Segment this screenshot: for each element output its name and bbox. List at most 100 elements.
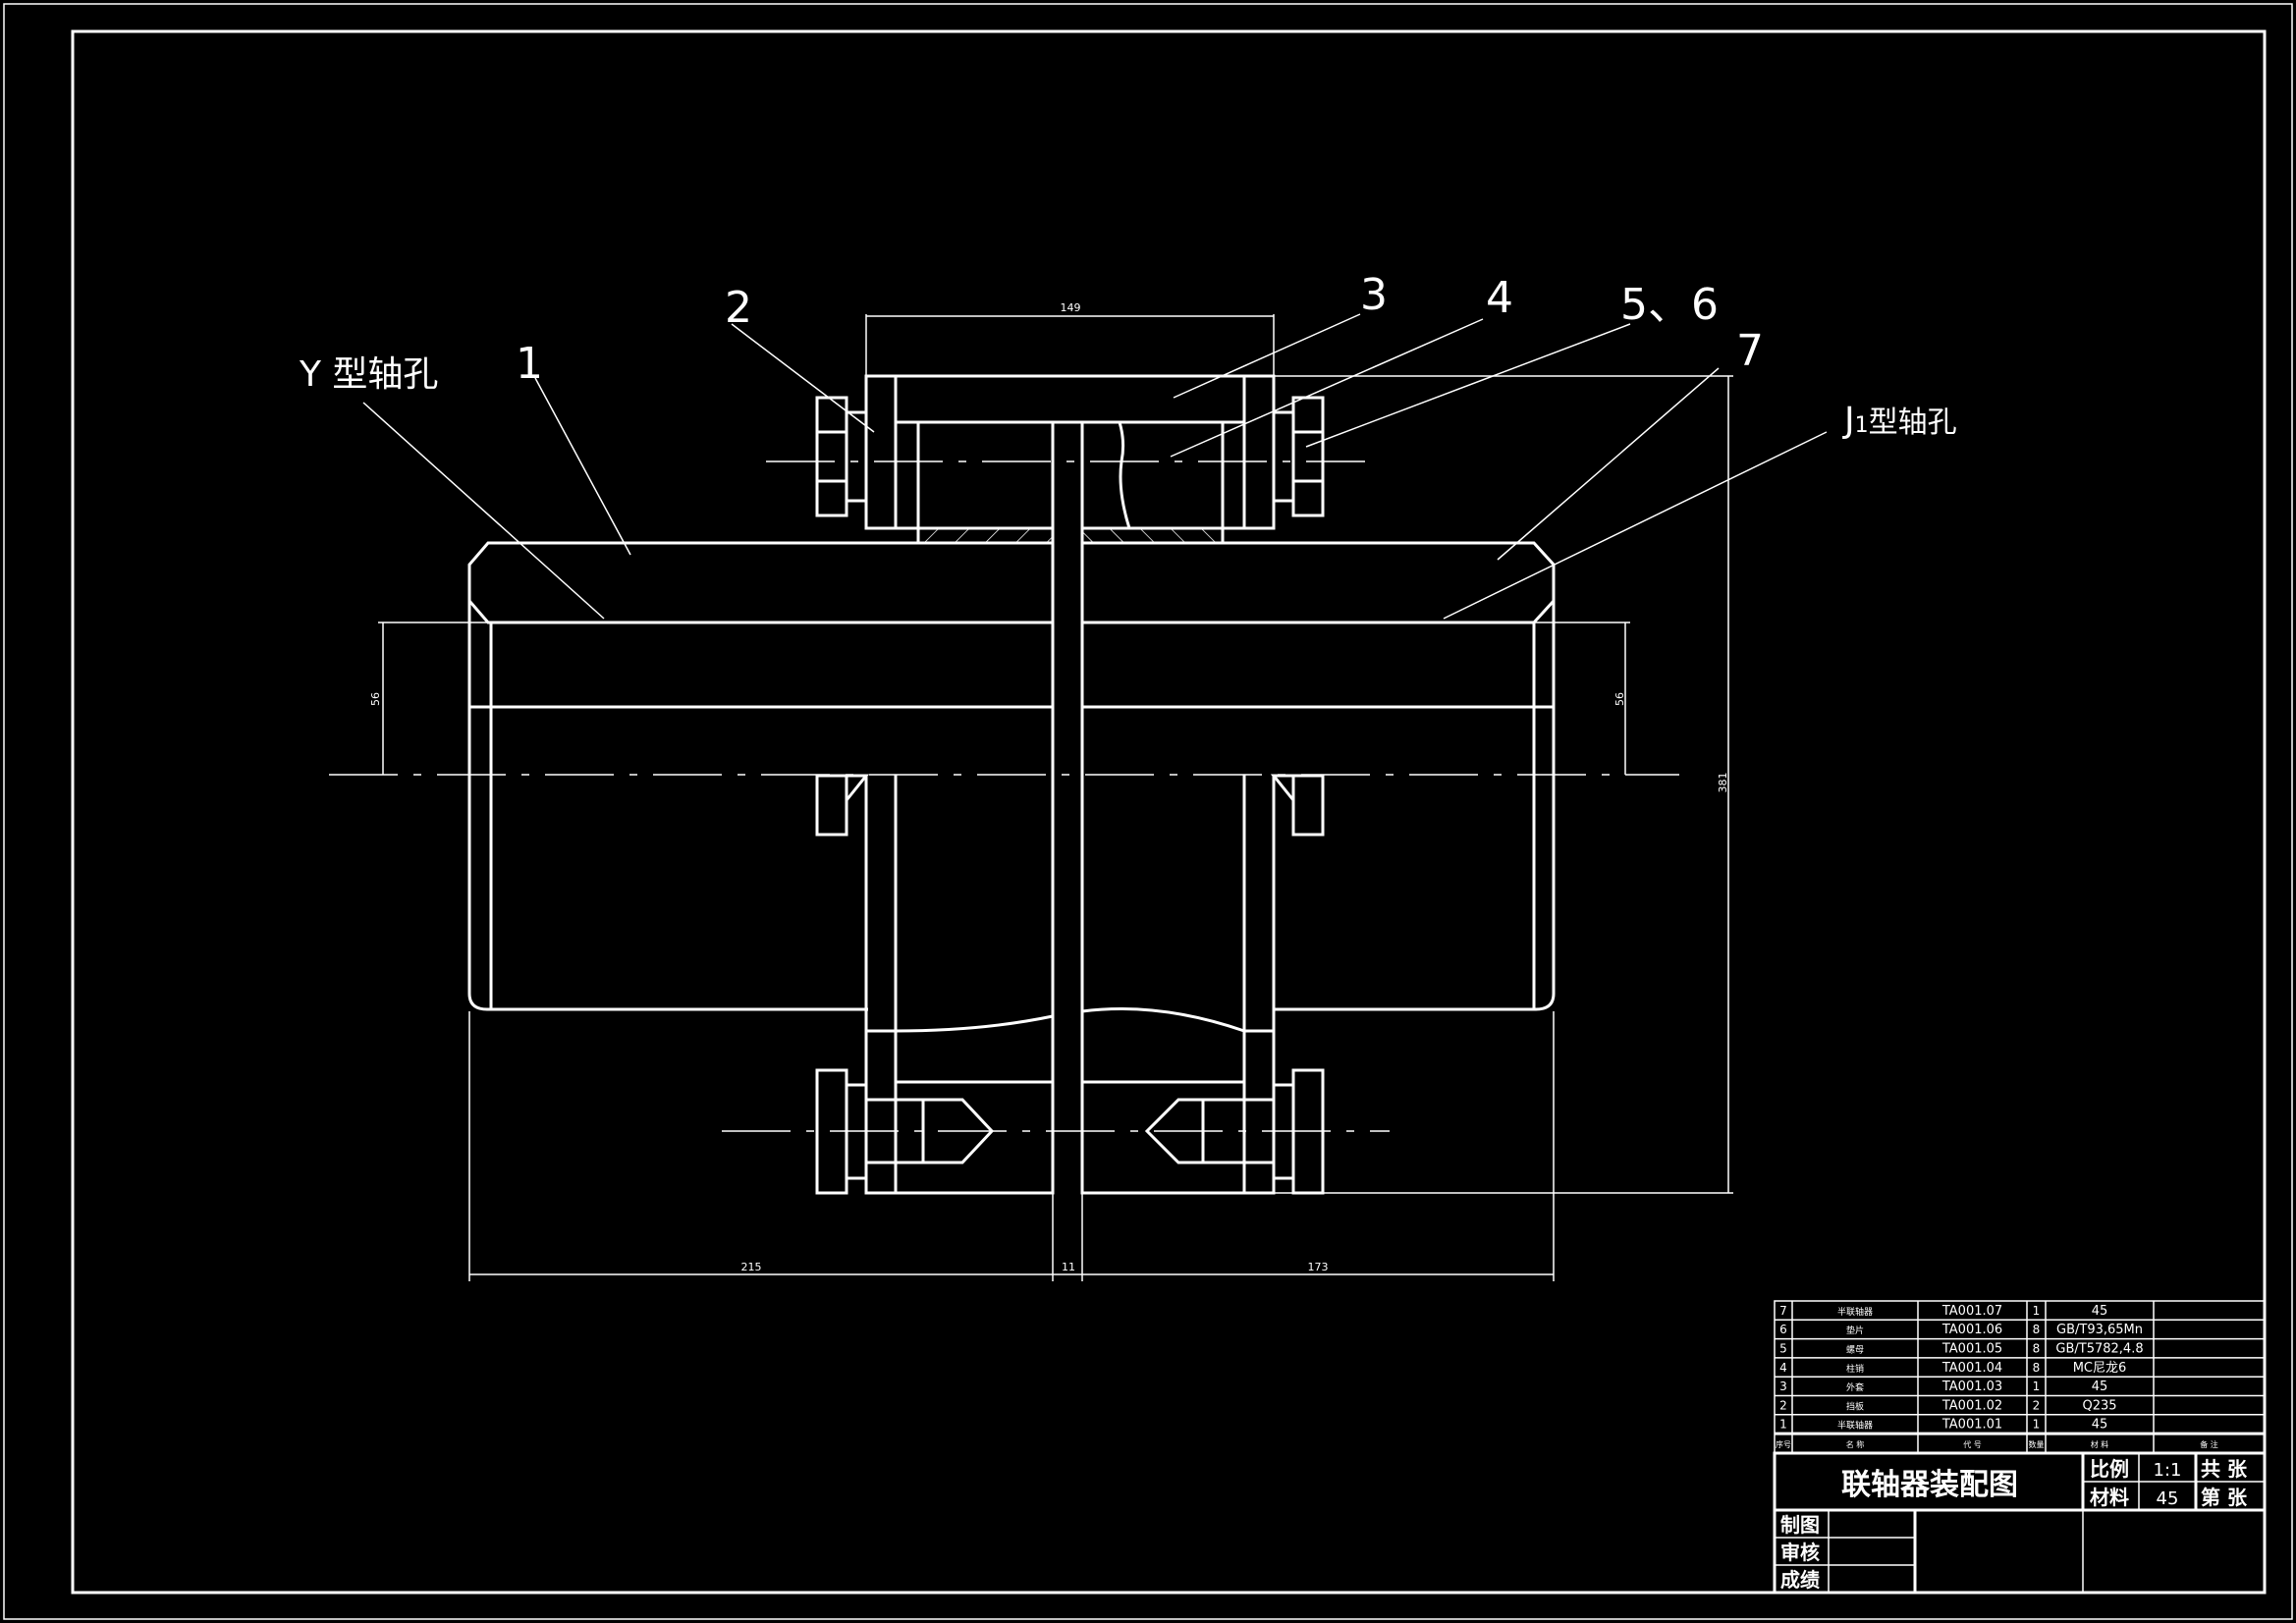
- parts-list-header-cell: 材 料: [2091, 1439, 2109, 1449]
- scale-label: 比例: [2090, 1457, 2129, 1481]
- left-plate: [864, 374, 898, 530]
- leader-1: [534, 377, 631, 556]
- top-left-washer: [845, 410, 868, 503]
- pin-section: [1082, 420, 1225, 530]
- parts-list-header-cell: 代 号: [1963, 1439, 1982, 1449]
- dim-gap: 11: [1062, 1261, 1075, 1273]
- bottom-right-washer: [1272, 1083, 1295, 1180]
- leader-2: [731, 323, 875, 433]
- parts-list-cell-no: 2: [1779, 1398, 1787, 1412]
- title-block-frame: [1773, 1451, 2267, 1595]
- parts-list-header-cell: 备 注: [2200, 1439, 2218, 1449]
- sheet-number: 第 张: [2201, 1486, 2248, 1509]
- parts-list-cell-code: TA001.03: [1941, 1380, 2002, 1394]
- left-flange-hatch: [918, 528, 1053, 543]
- leaders: [362, 313, 1828, 620]
- leader-7: [1497, 367, 1720, 561]
- left-hub-section: [467, 541, 1055, 624]
- mid-left-collar: [815, 774, 848, 837]
- parts-list-cell-material: 45: [2092, 1418, 2108, 1433]
- dim-left-length: 215: [741, 1261, 762, 1273]
- parts-list-cell-no: 6: [1779, 1323, 1787, 1336]
- parts-list-cell-no: 3: [1779, 1380, 1787, 1393]
- dim-left-dia: 56: [369, 692, 382, 706]
- bottom-left-plate: [864, 1029, 898, 1195]
- bottom-sleeve-section: [894, 1014, 1055, 1084]
- parts-list-cell-no: 5: [1779, 1341, 1787, 1355]
- scale-value: 1:1: [2154, 1460, 2182, 1481]
- parts-list-cell-no: 4: [1779, 1361, 1787, 1375]
- parts-list-cell-material: GB/T93,65Mn: [2056, 1323, 2143, 1337]
- parts-list-cell-qty: 2: [2033, 1398, 2041, 1412]
- label-j1-sub: 1: [1855, 413, 1869, 438]
- mid-right-step: [1270, 774, 1295, 801]
- leader-4: [1170, 318, 1484, 458]
- top-left-nut: [815, 396, 848, 517]
- drawing-title: 联轴器装配图: [1841, 1468, 2018, 1502]
- label-part-56: 5、6: [1620, 280, 1719, 330]
- left-bottom-edge: [467, 993, 868, 1011]
- parts-list-cell-qty: 8: [2033, 1341, 2041, 1355]
- outer-sleeve-section: [894, 374, 1246, 424]
- dim-right-dia: 56: [1613, 692, 1626, 706]
- label-y-bore: Y 型轴孔: [299, 354, 438, 395]
- parts-list-cell-material: 45: [2092, 1304, 2108, 1319]
- parts-list-cell-code: TA001.04: [1941, 1361, 2002, 1376]
- label-j1-bore: J1型轴孔: [1842, 401, 1957, 441]
- checked-by-label: 审核: [1780, 1541, 1820, 1564]
- top-right-washer: [1272, 410, 1295, 503]
- parts-list-cell-name: 柱销: [1846, 1363, 1864, 1375]
- outer-frame: [3, 3, 2293, 1620]
- label-part-7: 7: [1736, 326, 1764, 376]
- parts-list-cell-no: 1: [1779, 1418, 1787, 1432]
- parts-list-cell-no: 7: [1779, 1304, 1787, 1318]
- parts-list-cell-name: 半联轴器: [1837, 1306, 1873, 1318]
- parts-list-header-cell: 序号: [1776, 1439, 1791, 1449]
- label-part-4: 4: [1486, 273, 1513, 323]
- parts-list-cell-qty: 1: [2033, 1418, 2041, 1432]
- parts-list-cell-qty: 1: [2033, 1304, 2041, 1318]
- leader-y-bore: [362, 402, 605, 620]
- label-part-3: 3: [1360, 270, 1388, 320]
- mid-left-step: [845, 774, 870, 801]
- inner-frame: [71, 29, 2267, 1595]
- parts-list-cell-name: 半联轴器: [1837, 1420, 1873, 1432]
- mid-right-collar: [1291, 774, 1325, 837]
- parts-list-cell-material: Q235: [2082, 1398, 2116, 1413]
- material-value: 45: [2157, 1488, 2179, 1509]
- title-block: 联轴器装配图 比例 1:1 材料 45 共 张 第 张 制图 审核 成绩: [1773, 1451, 2267, 1595]
- total-sheets: 共 张: [2201, 1457, 2248, 1481]
- top-right-nut: [1291, 396, 1325, 517]
- bottom-right-plate: [1242, 1029, 1276, 1195]
- parts-list-cell-code: TA001.01: [1941, 1418, 2002, 1433]
- score-label: 成绩: [1780, 1568, 1820, 1592]
- parts-list-cell-material: 45: [2092, 1380, 2108, 1394]
- right-flange-hatch: [1082, 528, 1223, 543]
- parts-list-header-cell: 数量: [2029, 1439, 2045, 1449]
- left-plate-inner: [894, 420, 920, 530]
- parts-list-cell-qty: 1: [2033, 1380, 2041, 1393]
- right-bottom-edge: [1273, 993, 1556, 1011]
- parts-list-cell-code: TA001.06: [1941, 1323, 2002, 1337]
- dim-top-width: 149: [1061, 301, 1081, 314]
- label-j1-j: J: [1842, 401, 1855, 441]
- parts-list-cell-qty: 8: [2033, 1323, 2041, 1336]
- parts-list-cell-name: 外套: [1846, 1381, 1864, 1393]
- right-plate: [1242, 374, 1276, 530]
- parts-list-cell-name: 垫片: [1846, 1325, 1864, 1336]
- parts-list-cell-material: MC尼龙6: [2073, 1361, 2127, 1376]
- leader-j1-bore: [1443, 431, 1828, 620]
- label-j1-rest: 型轴孔: [1869, 406, 1957, 440]
- parts-list-cell-name: 螺母: [1846, 1344, 1864, 1355]
- parts-list-cell-code: TA001.02: [1941, 1398, 2002, 1413]
- parts-list-header-cell: 名 称: [1846, 1439, 1865, 1449]
- right-hub-section: [1080, 541, 1556, 624]
- dim-right-length: 173: [1308, 1261, 1329, 1273]
- parts-list-cell-code: TA001.05: [1941, 1341, 2002, 1356]
- parts-list-cell-material: GB/T5782,4.8: [2055, 1341, 2143, 1356]
- parts-list: 7 半联轴器 TA001.07 1 45 6 垫片 TA001.06 8 GB/T93,65Mn 5…: [1774, 1300, 2266, 1454]
- dimension-lines: 149 56 56 381 215 11 173: [369, 301, 1733, 1281]
- parts-list-cell-code: TA001.07: [1941, 1304, 2002, 1319]
- parts-list-cell-qty: 8: [2033, 1361, 2041, 1375]
